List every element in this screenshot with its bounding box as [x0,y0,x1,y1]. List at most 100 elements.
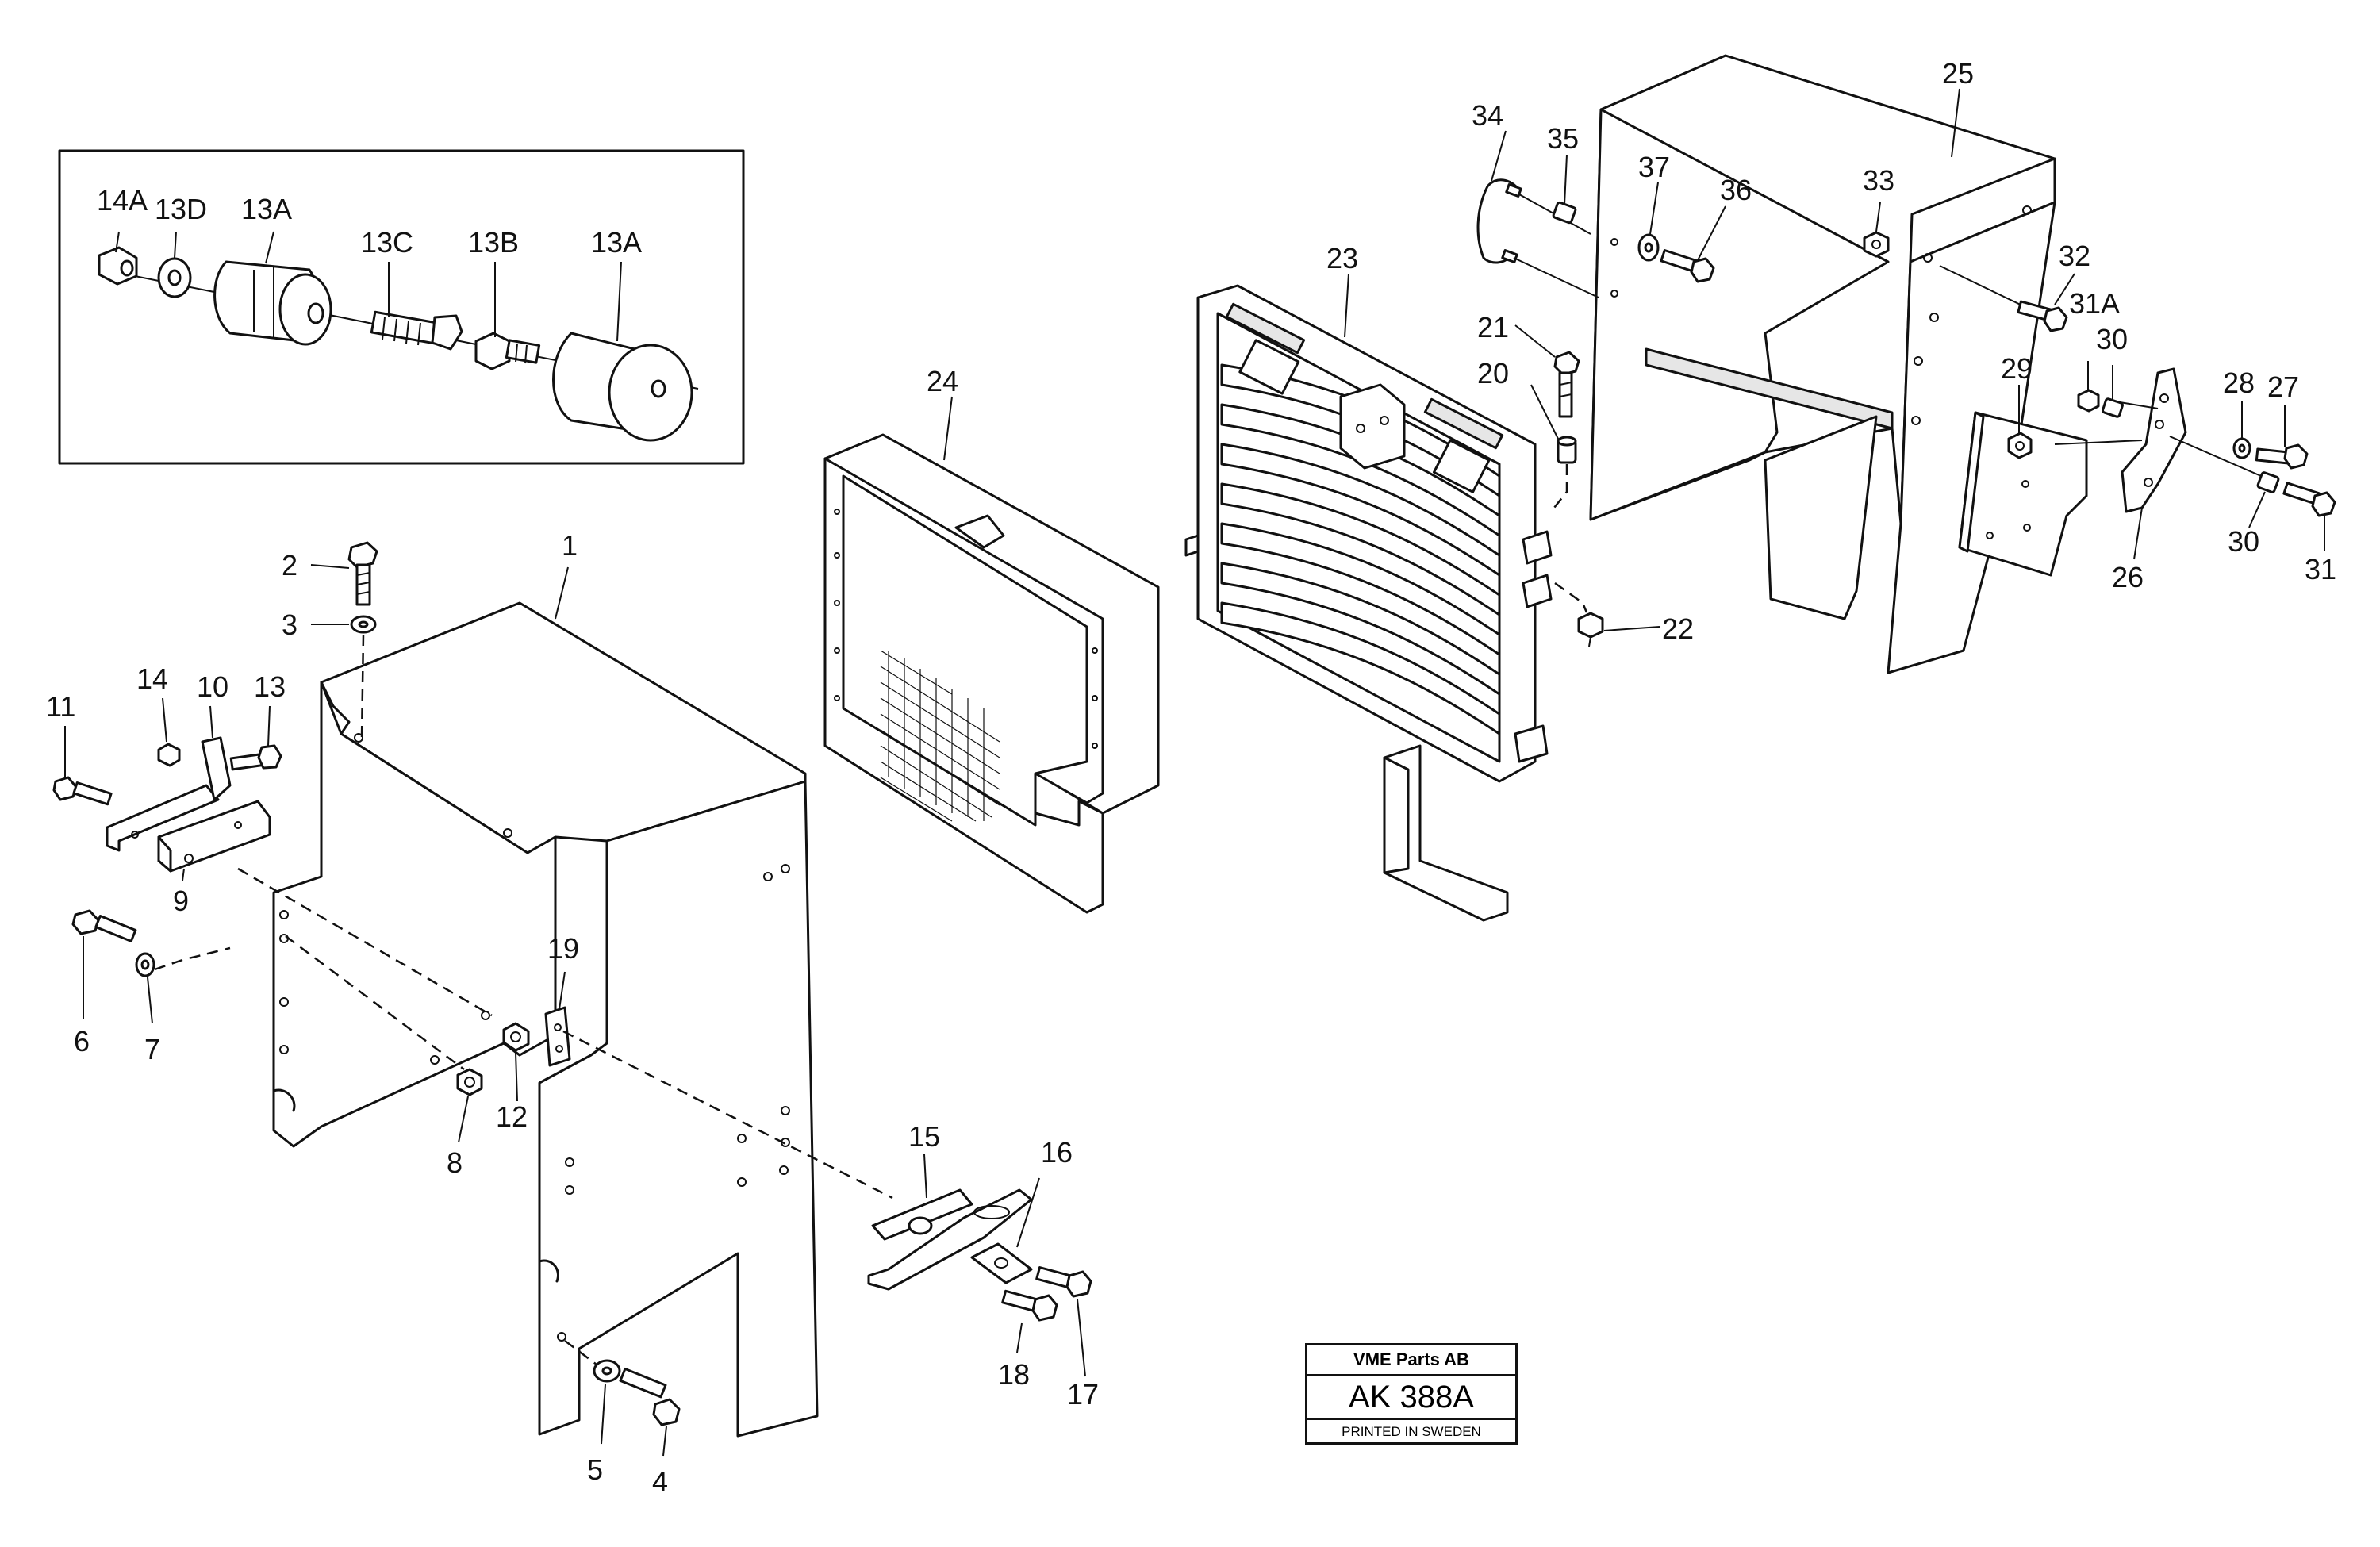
label-13A-small: 13A [241,193,292,225]
bolt-36-icon [1660,249,1715,283]
washer-5-icon [593,1359,621,1383]
label-18: 18 [998,1358,1030,1391]
label-14: 14 [136,662,168,695]
bolt-4-icon [619,1367,681,1426]
label-13C: 13C [361,226,413,259]
bolt-21-icon [1553,351,1580,418]
label-9: 9 [173,885,189,917]
label-21: 21 [1477,311,1509,344]
bolt-32-icon [2017,300,2068,332]
nut-12-icon [502,1022,530,1052]
washer-37-icon [1637,233,1660,262]
label-30-lower: 30 [2228,525,2259,558]
label-29: 29 [2001,352,2033,385]
label-13A-large: 13A [591,226,642,259]
label-6: 6 [74,1025,90,1058]
label-3: 3 [282,608,298,641]
label-12: 12 [496,1100,528,1133]
nut-29-icon [2007,432,2033,459]
spacer-35-icon [1552,201,1577,225]
washer-28-icon [2232,437,2251,459]
label-16: 16 [1041,1136,1073,1169]
lower-shroud-part-1 [272,601,819,1438]
label-13: 13 [254,670,286,703]
label-35: 35 [1547,122,1579,155]
label-19: 19 [547,932,579,965]
title-block-code: AK 388A [1307,1376,1515,1420]
label-31A: 31A [2069,287,2120,320]
nut-31A-icon [2077,389,2100,413]
handle-34-icon [1476,178,1522,264]
label-11: 11 [46,690,75,723]
title-block: VME Parts AB AK 388A PRINTED IN SWEDEN [1305,1343,1518,1445]
label-33: 33 [1863,164,1894,197]
label-37: 37 [1638,151,1670,183]
upper-shroud-part-25 [1589,54,2056,674]
part-number-labels: 1 2 3 4 5 6 7 8 9 10 11 12 13 14 15 16 1… [46,57,2336,1498]
nut-14A-icon [98,246,138,286]
label-14A: 14A [97,184,148,217]
washer-3-icon [350,615,377,634]
label-2: 2 [282,549,298,582]
radiator-frame-part-24 [823,433,1160,914]
hardware-part-1-area [52,541,893,1426]
washer-7-icon [135,952,155,977]
leader-lines [64,88,2325,1457]
bolt-2-icon [347,541,378,606]
grille-part-23 [1184,284,1553,922]
stud-13B-icon [474,332,541,370]
inset-detail-box [58,149,745,465]
title-block-printed: PRINTED IN SWEDEN [1342,1424,1481,1439]
label-30-upper: 30 [2096,323,2128,355]
plate-29-icon [1958,411,2088,577]
bolt-18-icon [1001,1289,1058,1322]
label-27: 27 [2267,370,2299,403]
spacer-30b-icon [2256,471,2280,493]
rubber-mount-13A-large-icon [552,332,693,442]
nut-8-icon [456,1068,483,1096]
label-5: 5 [587,1453,603,1486]
frame-holes [834,509,1098,749]
label-20: 20 [1477,357,1509,390]
label-32: 32 [2059,240,2090,272]
label-23: 23 [1326,242,1358,274]
nut-22-icon [1577,612,1604,647]
label-15: 15 [908,1120,940,1153]
latch-15-16 [867,1188,1033,1291]
bolt-11-icon [52,776,113,806]
label-28: 28 [2223,367,2255,399]
label-17: 17 [1067,1378,1099,1411]
label-25: 25 [1942,57,1974,90]
washer-13D-icon [157,257,192,298]
bolt-13-icon [229,744,282,771]
spacer-20-icon [1557,436,1577,464]
label-13D: 13D [155,193,207,225]
bolt-13C-icon [370,310,463,351]
label-7: 7 [144,1033,160,1065]
label-34: 34 [1472,99,1503,132]
label-10: 10 [197,670,228,703]
label-26: 26 [2112,561,2144,593]
bolt-31-icon [2282,482,2336,517]
title-block-company: VME Parts AB [1307,1345,1515,1376]
bolt-27-icon [2255,443,2309,470]
label-31: 31 [2305,553,2336,585]
rubber-bushing-13A-small-icon [213,260,332,346]
label-36: 36 [1720,174,1752,206]
label-8: 8 [447,1146,463,1179]
bracket-9-10 [106,736,271,873]
label-4: 4 [652,1465,668,1498]
label-13B: 13B [468,226,519,259]
grille-louvres [1220,363,1501,735]
spacer-30a-icon [2102,397,2124,418]
nut-33-icon [1863,231,1890,258]
label-1: 1 [562,529,578,562]
bracket-19-icon [544,1006,571,1067]
bolt-6-icon [71,909,137,942]
nut-14-icon [157,743,181,767]
bolt-17-icon [1035,1266,1092,1298]
label-24: 24 [927,365,958,397]
label-22: 22 [1662,612,1694,645]
radiator-mesh [880,650,1000,822]
